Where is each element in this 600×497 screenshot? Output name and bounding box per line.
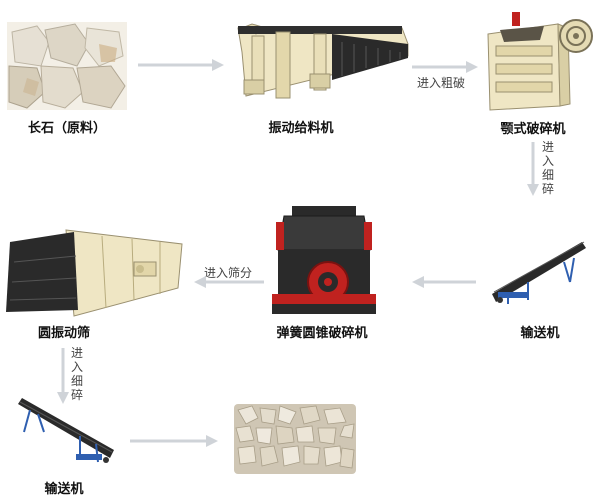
raw-material-label: 长石（原料） bbox=[27, 121, 107, 136]
flow-arrow bbox=[412, 61, 478, 73]
step-label-fine-crush-1: 进入细碎 bbox=[541, 140, 554, 196]
spring-cone-crusher-label: 弹簧圆锥破碎机 bbox=[276, 326, 368, 341]
flow-arrow bbox=[138, 59, 224, 71]
circular-vibrating-screen-label: 圆振动筛 bbox=[37, 326, 91, 341]
step-label-coarse-crush: 进入粗破 bbox=[417, 76, 466, 90]
flow-arrow bbox=[130, 435, 218, 447]
spring-cone-crusher-image bbox=[270, 202, 378, 316]
circular-vibrating-screen-image bbox=[4, 226, 184, 320]
step-label-fine-crush-2: 进入细碎 bbox=[70, 346, 83, 402]
flow-arrow bbox=[412, 276, 476, 288]
vibrating-feeder-label: 振动给料机 bbox=[268, 121, 334, 136]
flow-arrow bbox=[57, 348, 69, 404]
raw-material-image bbox=[7, 22, 127, 110]
conveyor-image bbox=[488, 236, 588, 308]
flow-arrow bbox=[527, 142, 539, 196]
final-product-image bbox=[234, 404, 356, 474]
flow-arrow bbox=[194, 276, 264, 288]
conveyor-image bbox=[14, 398, 118, 468]
conveyor-2-label: 输送机 bbox=[44, 482, 84, 497]
vibrating-feeder-image bbox=[232, 22, 412, 106]
jaw-crusher-image bbox=[482, 6, 594, 112]
conveyor-1-label: 输送机 bbox=[520, 326, 560, 341]
jaw-crusher-label: 颚式破碎机 bbox=[500, 122, 566, 137]
step-label-screening: 进入筛分 bbox=[204, 266, 253, 280]
